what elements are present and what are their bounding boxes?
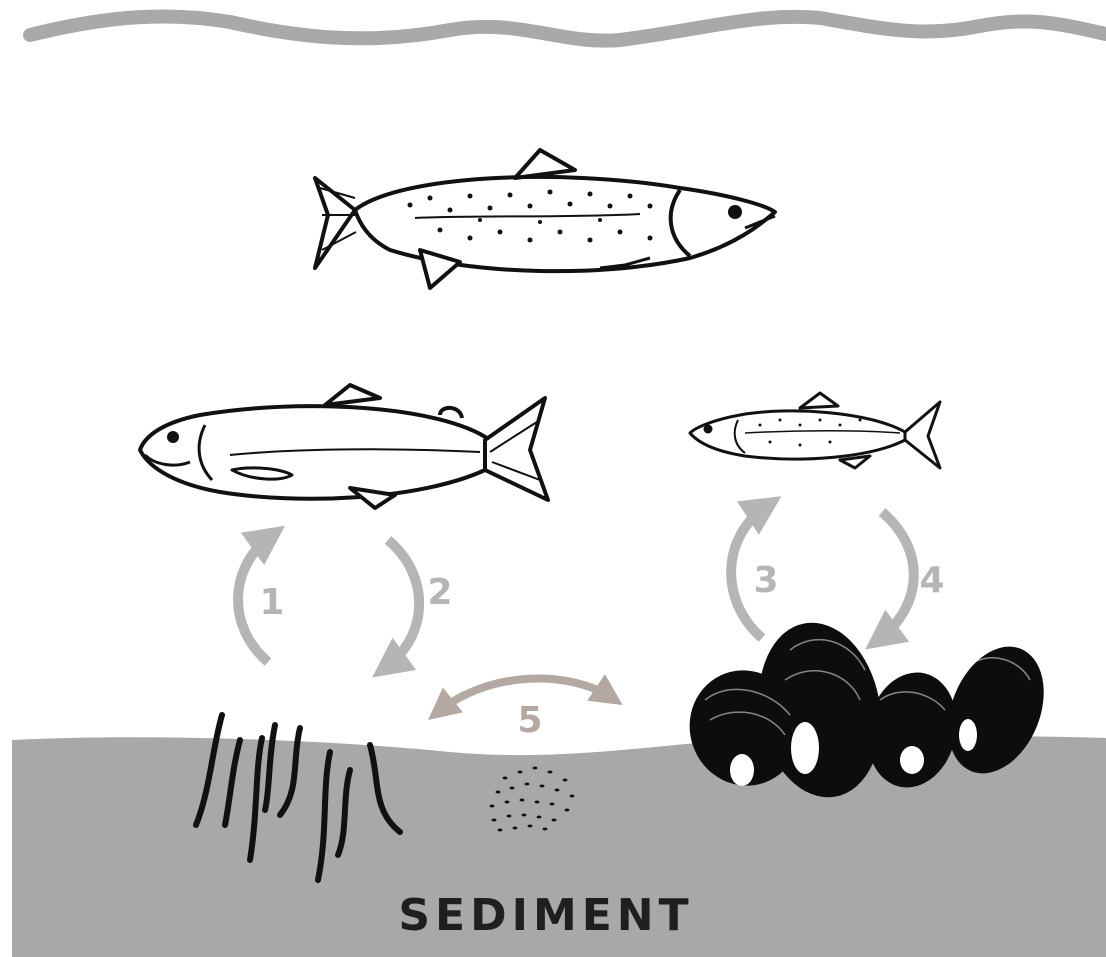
arrow-5-label: 5 xyxy=(517,700,542,741)
arrow-2-label: 2 xyxy=(427,572,452,613)
arrow-2 xyxy=(385,540,419,668)
large-trout xyxy=(315,150,775,288)
small-salmon xyxy=(690,393,940,468)
medium-salmon xyxy=(140,385,548,508)
arrow-3-label: 3 xyxy=(753,560,778,601)
sediment-label: SEDIMENT xyxy=(398,890,693,941)
water-surface-line xyxy=(30,16,1106,40)
arrow-4 xyxy=(878,512,914,640)
arrow-1-label: 1 xyxy=(259,582,284,623)
arrow-4-label: 4 xyxy=(919,560,944,601)
